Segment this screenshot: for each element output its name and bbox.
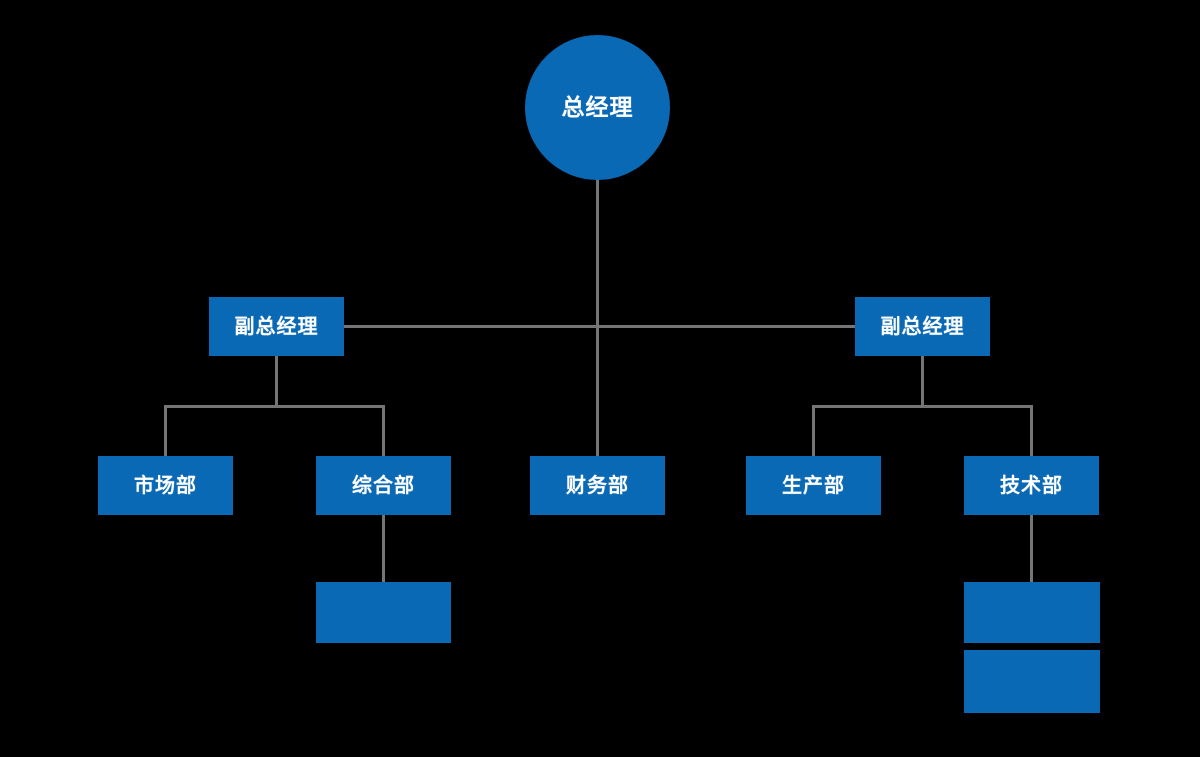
node-production-department[interactable]: 生产部 [746, 456, 881, 515]
node-label-deputy-right: 副总经理 [880, 315, 965, 338]
connector-deputy-right-child-bus [812, 405, 1032, 408]
node-label-general-manager: 总经理 [561, 94, 634, 120]
connector-deputy-left-child-bus [164, 405, 384, 408]
connector-to-production [812, 405, 815, 457]
node-technology-sub-1[interactable] [964, 582, 1100, 643]
node-marketing-department[interactable]: 市场部 [98, 456, 233, 515]
node-general-manager[interactable]: 总经理 [525, 35, 670, 180]
connector-level2-bus [344, 325, 856, 328]
node-label-general-affairs: 综合部 [352, 474, 415, 497]
connector-gm-to-bus [596, 178, 599, 328]
connector-to-technology [1030, 405, 1033, 457]
node-technology-sub-2[interactable] [964, 650, 1100, 713]
node-label-marketing: 市场部 [134, 474, 197, 497]
node-finance-department[interactable]: 财务部 [530, 456, 665, 515]
connector-bus-to-finance [596, 325, 599, 457]
node-label-finance: 财务部 [566, 474, 629, 497]
node-label-deputy-left: 副总经理 [234, 315, 319, 338]
connector-to-marketing [164, 405, 167, 457]
connector-general-affairs-to-sub [382, 514, 385, 584]
node-general-affairs-department[interactable]: 综合部 [316, 456, 451, 515]
connector-deputy-right-drop [921, 355, 924, 407]
connector-technology-to-sub [1030, 514, 1033, 584]
node-deputy-general-manager-left[interactable]: 副总经理 [209, 297, 344, 356]
connector-to-general-affairs [382, 405, 385, 457]
node-general-affairs-sub-1[interactable] [316, 582, 451, 643]
node-deputy-general-manager-right[interactable]: 副总经理 [855, 297, 990, 356]
node-label-technology: 技术部 [1000, 474, 1063, 497]
node-label-production: 生产部 [782, 474, 845, 497]
node-technology-department[interactable]: 技术部 [964, 456, 1099, 515]
connector-deputy-left-drop [275, 355, 278, 407]
